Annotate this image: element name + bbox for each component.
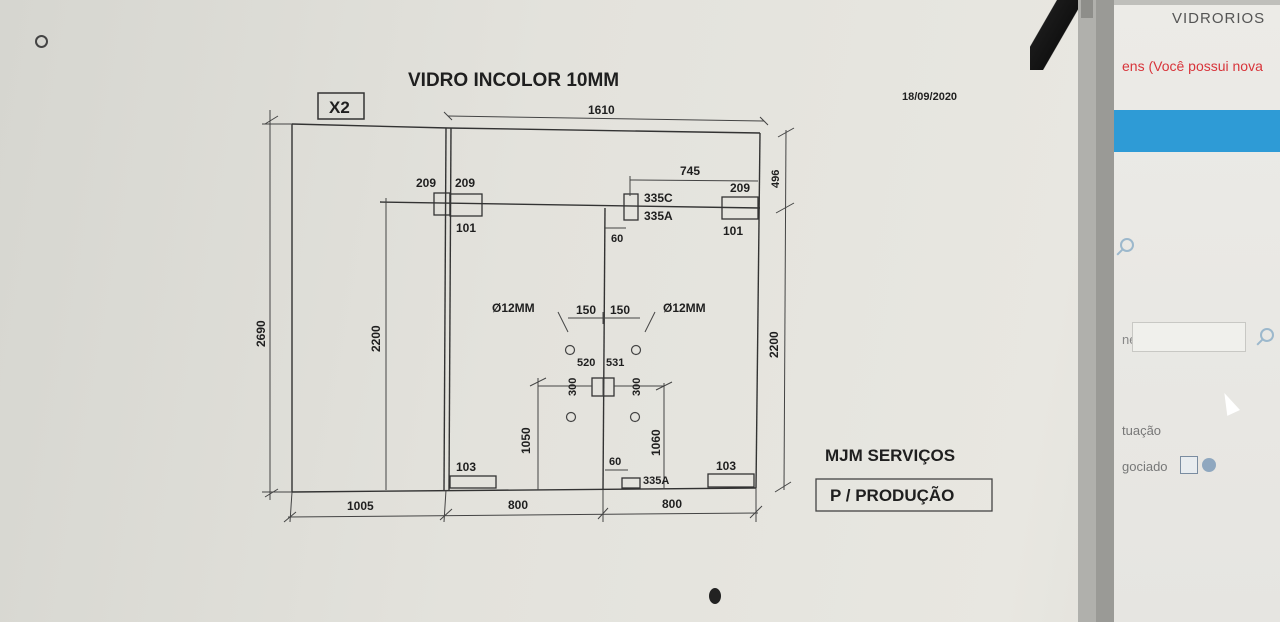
drawing-date: 18/09/2020 [902,91,957,103]
dim-total-height: 2690 [254,320,268,347]
technical-drawing: VIDRO INCOLOR 10MM 18/09/2020 X2 1610 26… [254,70,993,604]
drawing-title: VIDRO INCOLOR 10MM [408,70,619,91]
door-center-line [602,207,606,491]
scrollbar-track[interactable] [1078,0,1096,622]
hole-spacing-left: 150 [576,303,596,317]
fitting-box-1 [433,192,451,216]
ink-spot [709,588,721,604]
foot-left [449,475,497,489]
dim-fitting-b: 209 [455,176,475,190]
company-name: MJM SERVIÇOS [825,446,955,465]
dim-top-height: 496 [770,170,782,188]
handle-right-dim: 531 [606,357,624,369]
notification-link[interactable]: ens (Você possui nova [1122,58,1263,74]
foot-center [621,477,641,489]
side-window-title: VIDRORIOS [1172,10,1266,27]
filter-input[interactable] [1132,322,1246,352]
handle-left-dim: 520 [577,357,595,369]
dim-fitting-a: 209 [416,176,436,190]
edit-icon[interactable] [1180,456,1198,474]
dim-101-a: 101 [456,221,476,235]
situation-label: tuação [1122,423,1162,438]
hole-diameter-right: Ø12MM [663,301,706,315]
hole-2 [630,344,642,356]
hole-spacing-right: 150 [610,303,630,317]
side-window: VIDRORIOS ens (Você possui nova ne tuaçã… [1096,0,1280,622]
hole-diameter-left: Ø12MM [492,301,535,315]
camera-obstruction [1030,0,1078,70]
right-edge [755,132,761,489]
gap-60-bottom: 60 [609,456,621,468]
dim-door-left-width: 800 [508,498,528,512]
dim-fitting-c: 209 [730,181,750,195]
quantity-box [317,92,365,120]
scrollbar-up-arrow[interactable] [1081,0,1093,18]
purpose-label: P / PRODUÇÃO [830,485,954,505]
foot-103-left: 103 [456,460,476,474]
search-icon[interactable] [1260,328,1274,342]
pivot-box [623,193,639,221]
dim-height-1060: 1060 [649,429,663,456]
dim-door-right-width: 800 [662,497,682,511]
top-edge-right [447,127,761,134]
negotiated-label: gociado [1122,459,1168,474]
purpose-box [815,478,993,512]
header-bar [1114,110,1280,152]
dim-pivot-offset: 745 [680,164,700,178]
dim-height-1050: 1050 [519,427,533,454]
code-335c: 335C [644,191,673,205]
corner-circle-icon [35,35,48,48]
handle-vert-right: 300 [631,378,643,396]
bottom-edge [291,487,757,493]
panel-divider [443,127,447,491]
fitting-box-2 [449,193,483,217]
code-335a: 335A [644,209,673,223]
dim-101-b: 101 [723,224,743,238]
foot-right [707,473,755,488]
dim-total-width: 1610 [588,103,615,117]
top-edge-left [291,123,449,129]
handle-vert-left: 300 [567,378,579,396]
dim-left-height: 2200 [369,325,383,352]
hole-4 [629,411,641,423]
hole-3 [565,411,577,423]
fitting-box-3 [721,196,759,220]
transom-line [379,201,761,209]
user-icon[interactable] [1202,458,1216,472]
foot-103-right: 103 [716,459,736,473]
hole-1 [564,344,576,356]
dim-right-height: 2200 [767,331,781,358]
dim-left-panel-width: 1005 [347,499,374,513]
search-icon[interactable] [1120,238,1134,252]
quantity-label: X2 [329,98,350,117]
code-335a-bottom: 335A [643,475,669,487]
panel-divider-2 [448,127,452,491]
gap-60-top: 60 [611,233,623,245]
